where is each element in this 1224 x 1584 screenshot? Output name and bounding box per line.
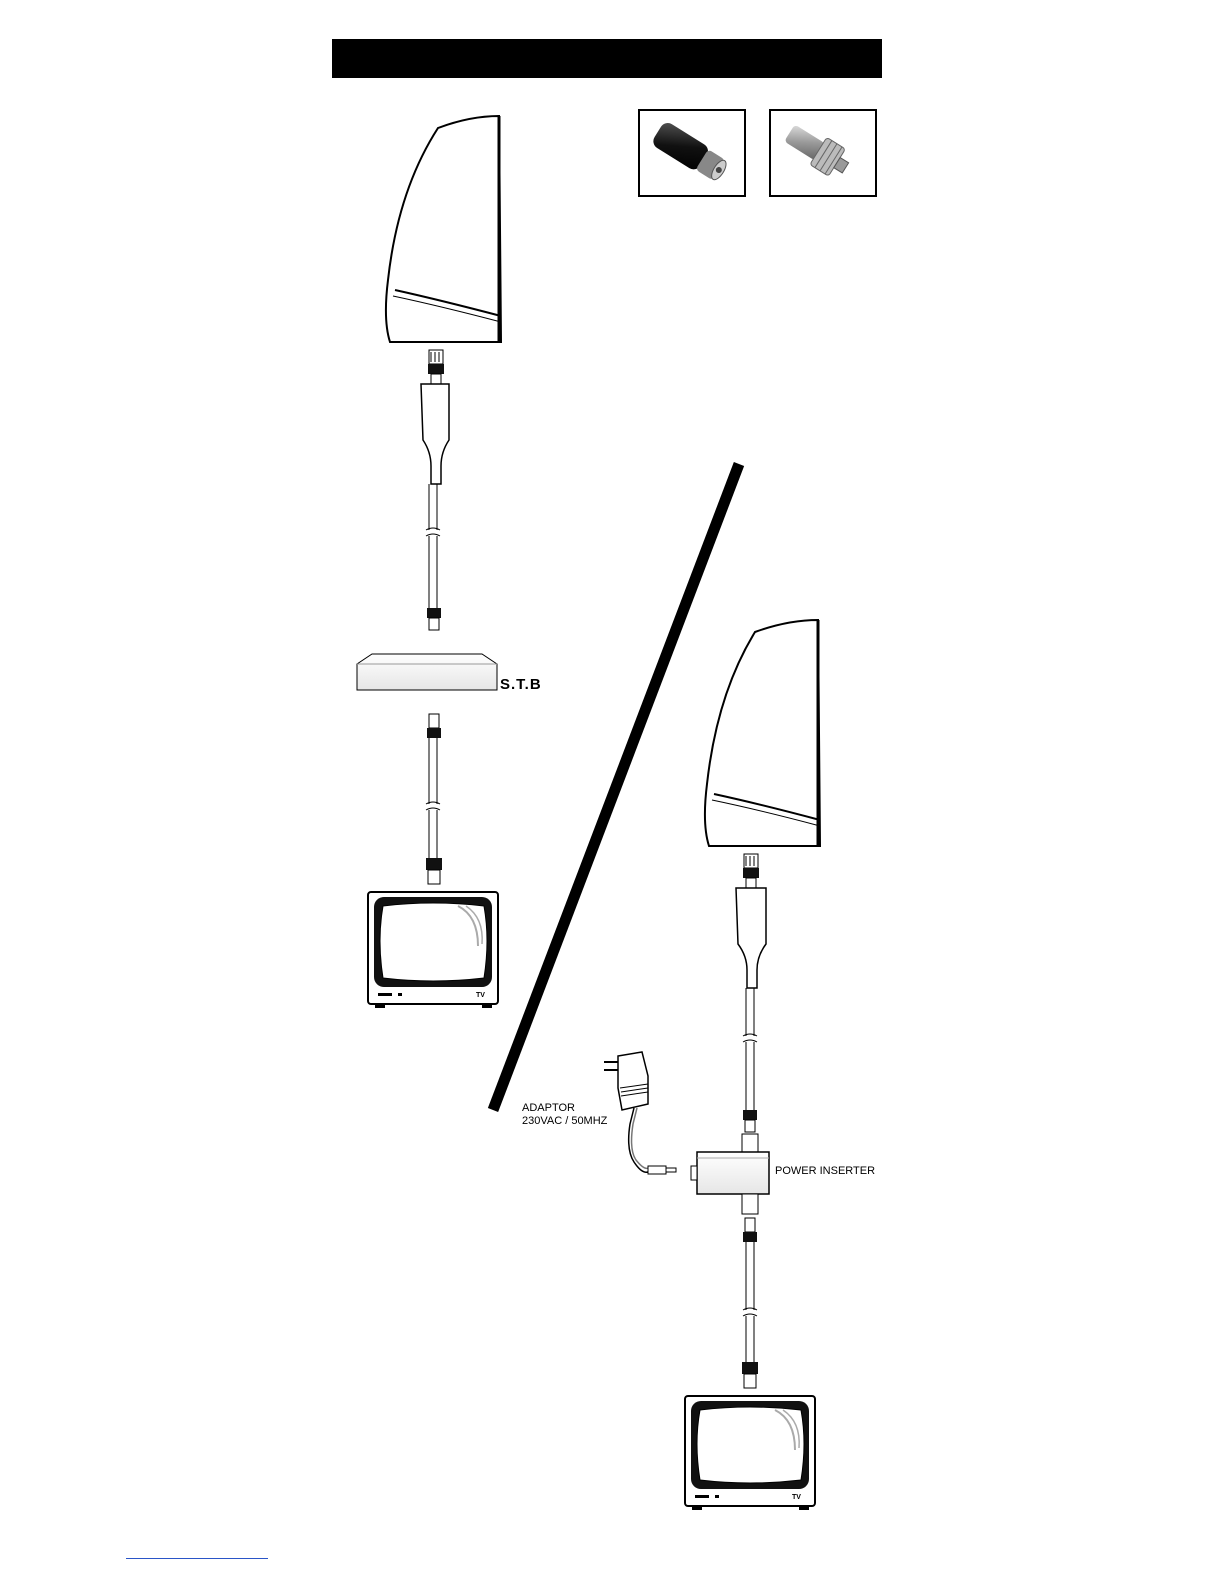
power-adaptor-icon	[604, 1052, 676, 1174]
divider-line	[493, 464, 739, 1110]
tv-brand-mark: TV	[476, 992, 485, 999]
f-connector-icon	[770, 110, 876, 196]
tv-icon-2: TV	[685, 1396, 815, 1510]
coax-cable-stb-to-tv	[426, 714, 442, 884]
coax-cable-antenna-to-inserter	[736, 854, 766, 1132]
adaptor-label: ADAPTOR 230VAC / 50MHZ	[522, 1102, 607, 1128]
antenna-icon-2	[705, 620, 820, 846]
stb-label: S.T.B	[500, 676, 542, 693]
adaptor-label-line2: 230VAC / 50MHZ	[522, 1115, 607, 1128]
power-inserter-label: POWER INSERTER	[775, 1165, 875, 1177]
tv-icon: TV	[368, 892, 498, 1008]
set-top-box-icon	[357, 654, 497, 690]
coax-cable-antenna-to-stb	[421, 350, 449, 630]
antenna-icon	[386, 116, 501, 342]
iec-plug-icon	[639, 110, 745, 196]
footer-link-underline[interactable]	[126, 1558, 268, 1559]
power-inserter-icon	[691, 1134, 769, 1214]
adaptor-label-line1: ADAPTOR	[522, 1102, 607, 1115]
tv-brand-mark-2: TV	[792, 1494, 801, 1501]
coax-cable-inserter-to-tv	[742, 1218, 758, 1388]
